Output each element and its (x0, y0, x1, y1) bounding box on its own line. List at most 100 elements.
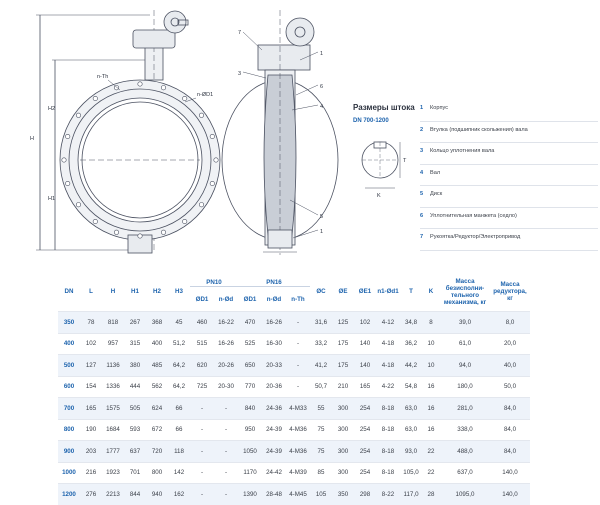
table-cell: 45 (168, 311, 190, 333)
table-cell: 180,0 (440, 375, 490, 398)
table-cell: - (190, 461, 214, 484)
table-cell: 2213 (102, 483, 124, 505)
col-nd1: n1-Ød1 (377, 288, 399, 295)
dim-h2: H2 (48, 106, 55, 112)
table-cell: 36,2 (400, 332, 422, 355)
table-cell: 300 (332, 440, 354, 462)
bolt-hole (65, 181, 71, 187)
part-name: Рукоятка/Редуктор/Электропривод (430, 234, 521, 240)
col-mass-free: Масса безисполни-тельного механизма, кг (443, 277, 487, 306)
col-t: T (409, 288, 413, 295)
table-cell: 165 (354, 375, 376, 398)
cell-dn: 800 (58, 418, 80, 441)
table-cell: 254 (354, 440, 376, 462)
table-cell: 1095,0 (440, 483, 490, 505)
part-name: Диск (430, 191, 443, 197)
table-cell: 125 (332, 311, 354, 333)
cell-dn: 700 (58, 397, 80, 419)
bolt-hole (182, 219, 188, 225)
table-cell: 298 (354, 483, 376, 505)
table-cell: 16-30 (262, 332, 286, 355)
table-cell: 650 (238, 354, 262, 376)
table-cell: 75 (310, 440, 332, 462)
table-cell: 175 (332, 354, 354, 376)
table-cell: 20-33 (262, 354, 286, 376)
table-cell: 4-12 (376, 311, 400, 333)
table-cell: 127 (80, 354, 102, 376)
bolt-hole (137, 81, 143, 87)
col-e: ØE (338, 288, 348, 295)
table-cell: 24-42 (262, 461, 286, 484)
table-cell: 66 (168, 397, 190, 419)
cell-dn: 1200 (58, 483, 80, 505)
table-cell: 8-18 (376, 440, 400, 462)
stem-k: K (377, 193, 381, 199)
table-cell: 20-26 (214, 354, 238, 376)
table-cell: 720 (146, 440, 168, 462)
table-cell: 254 (354, 397, 376, 419)
table-cell: 4-M36 (286, 440, 310, 462)
table-cell: 10 (422, 332, 440, 355)
table-cell: 22 (422, 440, 440, 462)
table-cell: 64,2 (168, 375, 190, 398)
bolt-hole (161, 85, 167, 91)
table-cell: 1923 (102, 461, 124, 484)
table-cell: 460 (190, 311, 214, 333)
table-cell: 85 (310, 461, 332, 484)
table-cell: - (190, 483, 214, 505)
table-cell: 22 (422, 461, 440, 484)
table-cell: 637 (124, 440, 146, 462)
col-pn10-nd: n-Ød (218, 295, 234, 303)
table-cell: 28 (422, 483, 440, 505)
table-cell: - (286, 311, 310, 333)
table-cell: 118 (168, 440, 190, 462)
table-cell: - (214, 418, 238, 441)
label-nd1: n-ØD1 (197, 92, 213, 98)
col-l: L (89, 288, 93, 295)
col-h3: H3 (175, 288, 183, 295)
table-cell: - (286, 375, 310, 398)
table-cell: 350 (332, 483, 354, 505)
table-cell: 203 (80, 440, 102, 462)
table-cell: 4-22 (376, 375, 400, 398)
table-cell: 8-18 (376, 418, 400, 441)
bolt-hole (76, 112, 82, 118)
bolt-hole (114, 229, 120, 235)
col-mass-gear: Масса редуктора, кг (493, 281, 527, 302)
table-cell: 54,8 (400, 375, 422, 398)
table-cell: 254 (354, 461, 376, 484)
table-cell: 957 (102, 332, 124, 355)
table-cell: - (190, 440, 214, 462)
table-cell: 102 (80, 332, 102, 355)
table-cell: 50,0 (490, 375, 530, 398)
col-k: K (428, 288, 434, 295)
table-cell: - (214, 440, 238, 462)
table-cell: 16-26 (214, 332, 238, 355)
table-cell: 105,0 (400, 461, 422, 484)
col-c: ØC (316, 288, 326, 295)
table-cell: 940 (146, 483, 168, 505)
callout-1: 1 (320, 51, 323, 57)
table-cell: 725 (190, 375, 214, 398)
bolt-hole (65, 134, 71, 140)
table-cell: 4-18 (376, 354, 400, 376)
table-cell: 28-48 (262, 483, 286, 505)
table-cell: 485 (146, 354, 168, 376)
table-cell: 300 (332, 461, 354, 484)
table-cell: 562 (146, 375, 168, 398)
col-pn16-nth: n-Th (291, 295, 305, 303)
col-dn: DN (64, 288, 74, 295)
table-cell: 525 (238, 332, 262, 355)
table-cell: 637,0 (440, 461, 490, 484)
table-cell: 190 (80, 418, 102, 441)
table-cell: 50,7 (310, 375, 332, 398)
